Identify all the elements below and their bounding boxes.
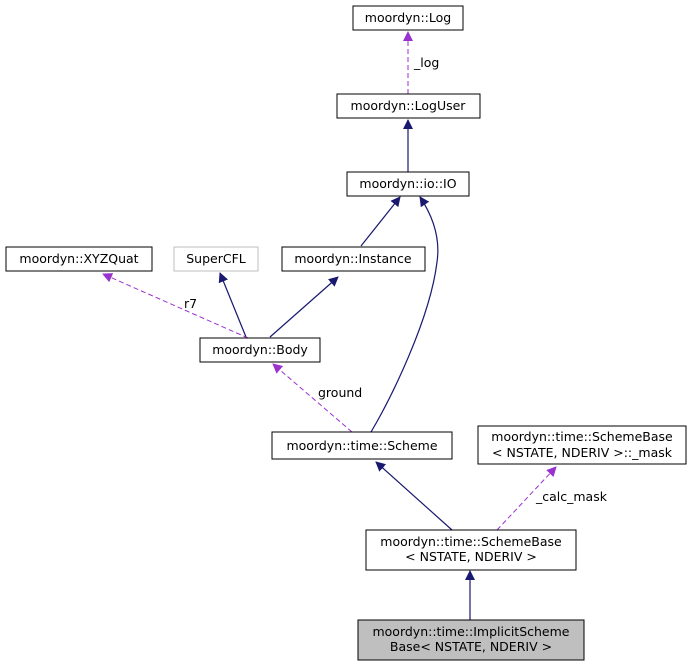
node-schemebase-label-line1: moordyn::time::SchemeBase [380, 534, 562, 549]
edge-label-r7: r7 [184, 296, 197, 311]
edge-body-instance [269, 276, 339, 338]
edge-body-supercfl [218, 272, 247, 338]
node-mask-label-line2: < NSTATE, NDERIV >::_mask [492, 445, 673, 460]
node-schemebase-label-line2: < NSTATE, NDERIV > [405, 549, 537, 564]
node-xyzquat-label: moordyn::XYZQuat [19, 251, 138, 266]
node-xyzquat[interactable]: moordyn::XYZQuat [5, 246, 153, 272]
node-io-label: moordyn::io::IO [359, 176, 456, 191]
node-implicit-label-line1: moordyn::time::ImplicitScheme [372, 624, 569, 639]
edge-label-ground: ground [318, 385, 362, 400]
node-scheme-label: moordyn::time::Scheme [286, 438, 437, 453]
node-mask[interactable]: moordyn::time::SchemeBase < NSTATE, NDER… [477, 425, 687, 465]
node-loguser[interactable]: moordyn::LogUser [336, 93, 481, 119]
edge-body-xyzquat [102, 273, 249, 339]
node-implicit-scheme-base[interactable]: moordyn::time::ImplicitScheme Base< NSTA… [357, 619, 585, 661]
edge-label-calc-mask: _calc_mask [535, 489, 608, 504]
node-instance[interactable]: moordyn::Instance [281, 246, 426, 272]
edge-schemebase-mask [496, 466, 557, 531]
edge-schemebase-scheme [375, 461, 453, 531]
edge-label-log: _log [413, 55, 439, 70]
node-scheme[interactable]: moordyn::time::Scheme [271, 431, 453, 460]
edge-labels: _log r7 ground _calc_mask [184, 55, 608, 504]
node-io[interactable]: moordyn::io::IO [346, 171, 470, 197]
node-body[interactable]: moordyn::Body [199, 337, 321, 363]
node-supercfl[interactable]: SuperCFL [173, 246, 259, 272]
node-loguser-label: moordyn::LogUser [351, 98, 467, 113]
edges [102, 31, 557, 620]
node-schemebase[interactable]: moordyn::time::SchemeBase < NSTATE, NDER… [365, 529, 577, 571]
edge-scheme-body [272, 363, 353, 433]
node-mask-label-line1: moordyn::time::SchemeBase [491, 429, 673, 444]
node-instance-label: moordyn::Instance [294, 251, 412, 266]
node-log-label: moordyn::Log [365, 10, 451, 25]
node-implicit-label-line2: Base< NSTATE, NDERIV > [390, 639, 552, 654]
edge-scheme-io [370, 196, 439, 433]
node-log[interactable]: moordyn::Log [352, 5, 464, 31]
node-body-label: moordyn::Body [212, 342, 308, 357]
edge-instance-io [360, 196, 401, 247]
node-supercfl-label: SuperCFL [186, 251, 246, 266]
